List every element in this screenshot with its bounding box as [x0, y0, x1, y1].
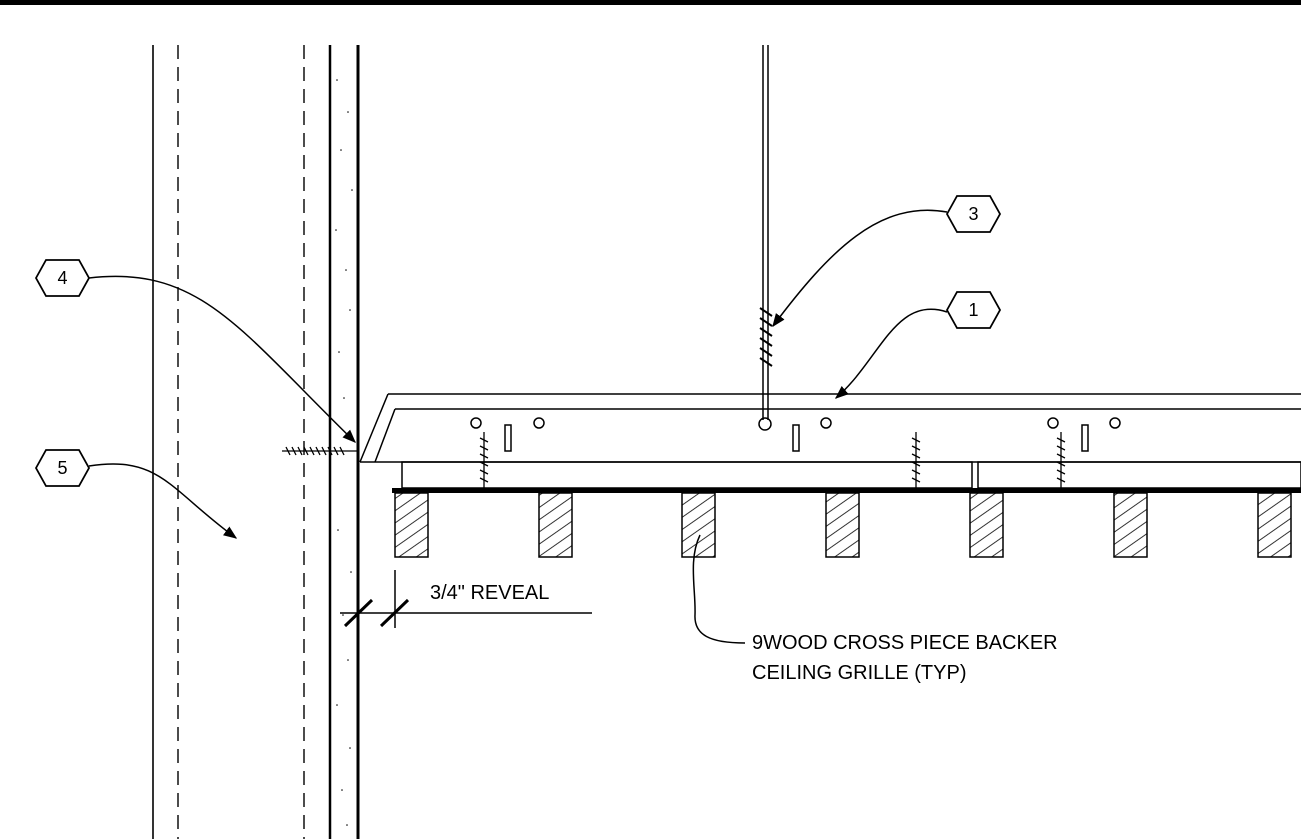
ceiling-carrier-channel [359, 393, 1301, 489]
callout-5: 5 [34, 449, 238, 539]
callout-4-number: 4 [57, 268, 67, 288]
callout-1: 1 [834, 291, 1002, 399]
backer-board [392, 488, 1301, 493]
callout-5-number: 5 [57, 458, 67, 478]
callout-3-number: 3 [968, 204, 978, 224]
wood-cross-pieces [394, 492, 1292, 558]
backer-leader-line [692, 534, 746, 644]
screw-wall [282, 446, 358, 456]
backer-note-line2: CEILING GRILLE (TYP) [752, 662, 967, 684]
screw-2 [911, 432, 921, 490]
callout-3: 3 [772, 195, 1002, 328]
backer-note-line1: 9WOOD CROSS PIECE BACKER [752, 632, 1058, 654]
callout-1-number: 1 [968, 300, 978, 320]
gypsum-board-stipple [335, 79, 353, 826]
hanger-wire [758, 45, 773, 431]
top-border [0, 0, 1301, 5]
reveal-note: 3/4" REVEAL [430, 582, 549, 604]
screws [282, 432, 1066, 490]
wall-assembly [152, 45, 360, 839]
screw-1 [479, 432, 489, 490]
callout-4: 4 [34, 259, 356, 443]
reveal-dimension [340, 570, 592, 628]
screw-3 [1056, 432, 1066, 490]
